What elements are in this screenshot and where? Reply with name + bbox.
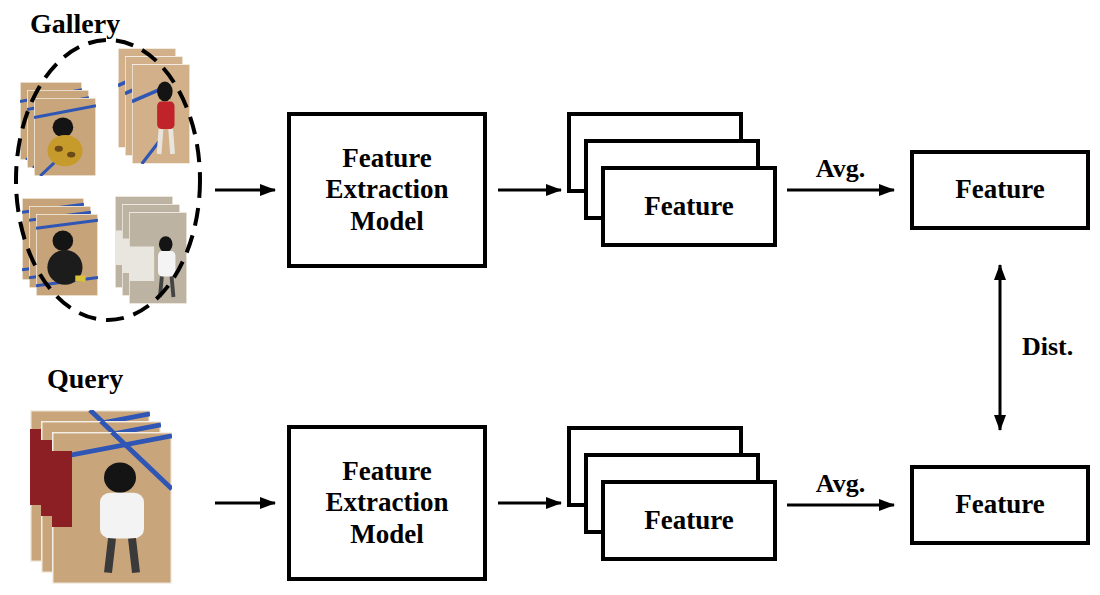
arrow [787,504,894,507]
query-clip [30,410,172,584]
arrow [215,502,275,505]
model-box: Feature Extraction Model [287,112,487,268]
arrow [215,189,275,192]
box-label: Feature Extraction Model [299,143,475,236]
dashed-outline [8,5,208,327]
gallery-group: Gallery [8,5,208,327]
edge-label: Avg. [814,470,867,499]
double-arrow [999,265,1002,430]
feature-box: Feature [601,166,777,247]
feature-box: Feature [601,480,777,561]
box-label: Feature Extraction Model [299,456,475,549]
box-label: Feature [644,191,733,222]
arrow [787,189,894,192]
box-label: Feature [644,505,733,536]
arrow [498,502,561,505]
box-label: Feature [955,489,1044,520]
arrow [498,189,561,192]
video-frame [34,98,96,176]
edge-label: Dist. [1020,333,1075,362]
video-frame [52,432,172,584]
box-label: Feature [955,174,1044,205]
query-group: Query [25,360,185,592]
dashed-ellipse [16,40,200,320]
group-heading: Query [25,360,123,395]
group-heading: Gallery [8,5,120,40]
video-frame [129,212,187,304]
model-box: Feature Extraction Model [287,425,487,581]
feature-box: Feature [910,465,1090,545]
gallery-clips [20,48,190,304]
edge-label: Avg. [814,155,867,184]
feature-box: Feature [910,150,1090,230]
video-frame [132,64,190,164]
